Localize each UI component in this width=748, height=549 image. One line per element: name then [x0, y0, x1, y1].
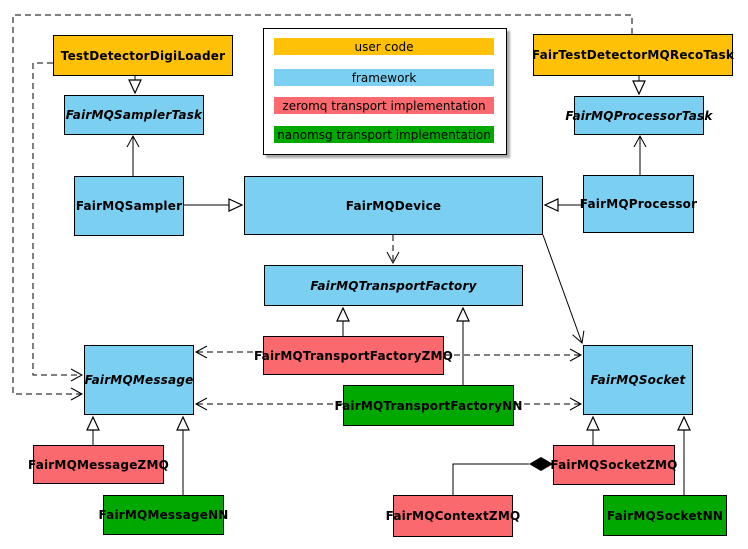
class-label: TestDetectorDigiLoader — [60, 48, 226, 63]
class-box-fairmqmessagezmq: FairMQMessageZMQ — [28, 445, 169, 484]
edge-composition-fairmqcontextzmq-fairmqsocketzmq — [452, 463, 529, 495]
class-box-testdetectordigiloader: TestDetectorDigiLoader — [53, 35, 233, 76]
legend-label: zeromq transport implementation — [282, 98, 486, 113]
class-label: FairMQDevice — [345, 198, 442, 213]
class-label: FairTestDetectorMQRecoTask — [531, 48, 735, 62]
class-label: FairMQSocket — [590, 373, 686, 387]
class-box-fairmqprocessor: FairMQProcessor — [579, 175, 698, 233]
class-label: FairMQProcessorTask — [565, 108, 713, 123]
class-box-fairmqdevice: FairMQDevice — [244, 176, 543, 235]
edge-dependency-testdetectordigiloader-fairmqmessage — [32, 62, 84, 382]
class-box-fairmqmessagenn: FairMQMessageNN — [98, 495, 228, 535]
class-label: FairMQProcessor — [579, 197, 698, 211]
legend-item-user-code: user code — [274, 38, 494, 55]
edge-arrow-fairmqdevice-fairmqsocket — [542, 234, 585, 344]
class-label: FairMQSamplerTask — [65, 108, 203, 122]
class-label: FairMQSocketZMQ — [550, 458, 678, 472]
class-box-fairmqprocessortask: FairMQProcessorTask — [565, 96, 712, 135]
class-box-fairmqtransportfactory: FairMQTransportFactory — [264, 265, 523, 306]
class-box-fairmqtransportfactoryzmq: FairMQTransportFactoryZMQ — [254, 336, 453, 375]
legend-item-nanomsg: nanomsg transport implementation — [274, 126, 494, 143]
class-box-fairmqsamplertask: FairMQSamplerTask — [64, 95, 204, 135]
legend: user code framework zeromq transport imp… — [263, 28, 507, 155]
class-box-fairmqcontextzmq: FairMQContextZMQ — [386, 495, 520, 537]
class-box-fairmqtransportfactorynn: FairMQTransportFactoryNN — [334, 385, 522, 426]
edge-dependency-fairtestdetectormqrecotask-fairmqmessage — [12, 14, 633, 401]
class-label: FairMQMessageNN — [98, 508, 229, 522]
legend-item-framework: framework — [274, 69, 494, 86]
legend-label: framework — [351, 70, 417, 85]
class-label: FairMQMessageZMQ — [28, 457, 170, 472]
class-box-fairmqsampler: FairMQSampler — [74, 176, 184, 236]
class-label: FairMQSampler — [75, 199, 183, 213]
class-box-fairtestdetectormqrecotask: FairTestDetectorMQRecoTask — [531, 34, 735, 76]
class-label: FairMQTransportFactory — [310, 278, 477, 293]
legend-label: nanomsg transport implementation — [277, 127, 491, 142]
class-label: FairMQTransportFactoryNN — [334, 398, 523, 413]
class-box-fairmqsocketnn: FairMQSocketNN — [603, 495, 727, 536]
legend-label: user code — [354, 39, 414, 54]
class-box-fairmqsocketzmq: FairMQSocketZMQ — [550, 445, 678, 485]
class-label: FairMQTransportFactoryZMQ — [253, 348, 454, 363]
class-label: FairMQContextZMQ — [385, 509, 521, 523]
legend-item-zeromq: zeromq transport implementation — [274, 97, 494, 114]
class-label: FairMQSocketNN — [606, 508, 724, 523]
class-label: FairMQMessage — [84, 373, 194, 387]
class-box-fairmqmessage: FairMQMessage — [84, 345, 194, 415]
class-box-fairmqsocket: FairMQSocket — [583, 345, 693, 415]
composition-diamond-icon — [529, 457, 553, 471]
